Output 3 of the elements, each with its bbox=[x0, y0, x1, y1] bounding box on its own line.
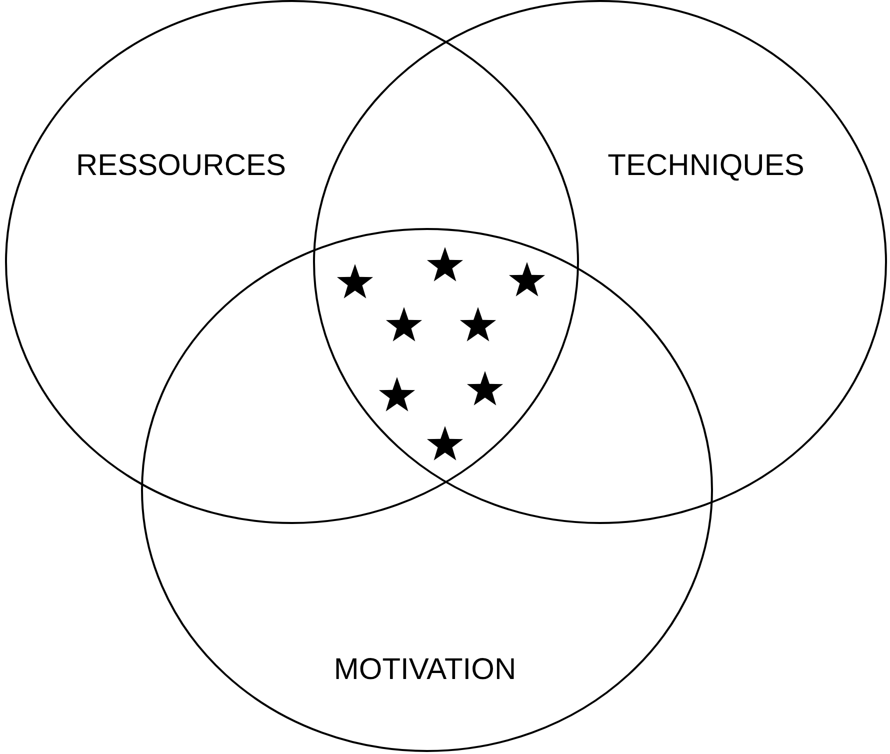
set-label: TECHNIQUES bbox=[608, 149, 804, 183]
set-label: RESSOURCES bbox=[76, 149, 286, 183]
set-label: MOTIVATION bbox=[334, 653, 516, 687]
